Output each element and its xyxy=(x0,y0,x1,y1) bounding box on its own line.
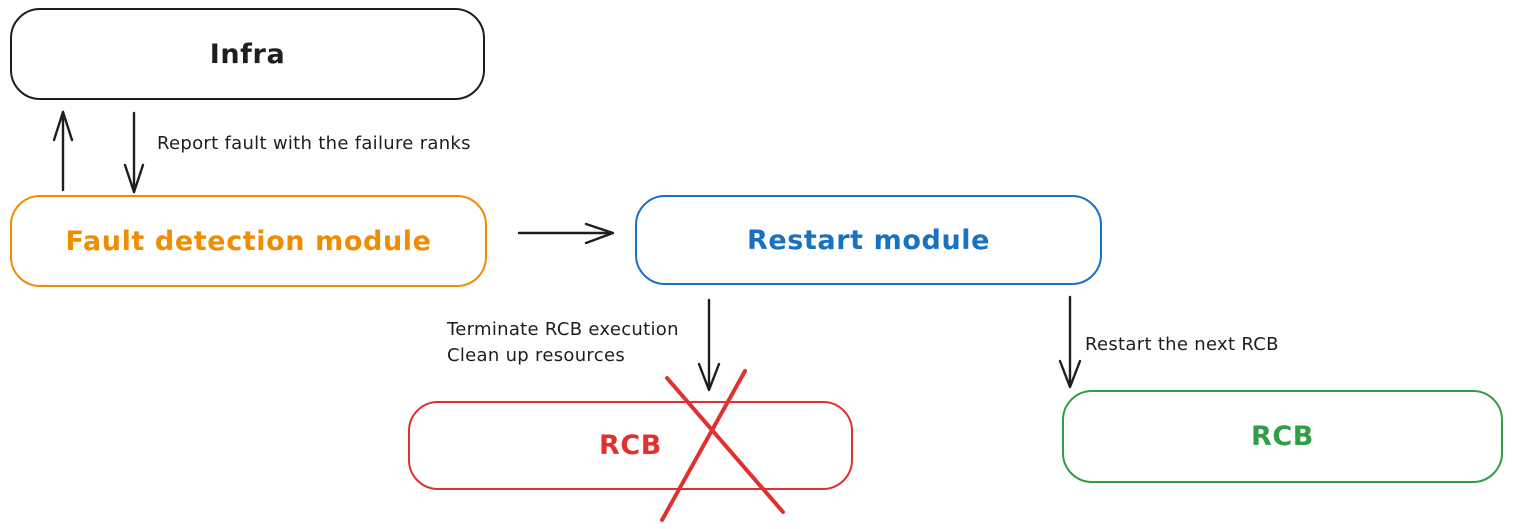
arrow-restart-to-next xyxy=(1058,295,1082,389)
edge-label-terminate-line1: Terminate RCB execution xyxy=(447,319,679,340)
node-restart-module: Restart module xyxy=(635,195,1102,285)
arrow-restart-to-terminated xyxy=(697,298,721,392)
edge-label-terminate: Terminate RCB execution Clean up resourc… xyxy=(447,317,679,369)
arrow-fault-to-infra xyxy=(52,110,74,192)
node-rcb-next-label: RCB xyxy=(1251,421,1314,452)
node-fault-detection-module: Fault detection module xyxy=(10,195,487,287)
node-infra: Infra xyxy=(10,8,485,100)
node-infra-label: Infra xyxy=(209,38,286,70)
node-restart-module-label: Restart module xyxy=(746,224,991,256)
node-rcb-terminated: RCB xyxy=(408,401,853,490)
edge-label-restart-next: Restart the next RCB xyxy=(1085,334,1279,355)
edge-label-report-fault: Report fault with the failure ranks xyxy=(157,133,471,154)
node-rcb-next: RCB xyxy=(1062,390,1503,483)
arrow-infra-to-fault xyxy=(123,111,145,194)
node-fault-detection-label: Fault detection module xyxy=(65,225,432,257)
arrow-fault-to-restart xyxy=(517,222,615,245)
node-rcb-terminated-label: RCB xyxy=(599,430,662,461)
edge-label-terminate-line2: Clean up resources xyxy=(447,345,625,366)
